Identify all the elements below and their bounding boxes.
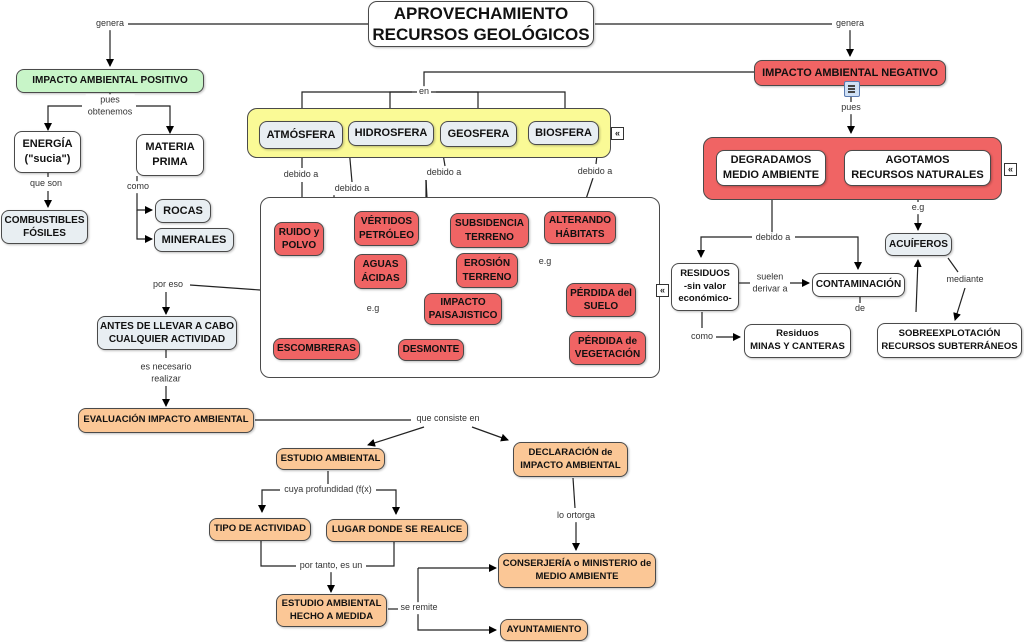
node-perdida-vegetacion[interactable]: PÉRDIDA de VEGETACIÓN — [569, 331, 646, 365]
link-label-eg-acuiferos: e.g — [909, 202, 927, 214]
link-label-que-son: que son — [27, 178, 65, 190]
link-line — [471, 426, 509, 442]
link-label-cuya-profundidad: cuya profundidad (f(x) — [282, 484, 374, 496]
link-label-se-remite: se remite — [398, 602, 440, 614]
link-label-debido-bio: debido a — [575, 166, 615, 178]
link-label-eg-paisaje: e.g — [364, 303, 382, 315]
node-impacto-negativo[interactable]: IMPACTO AMBIENTAL NEGATIVO — [754, 60, 946, 86]
link-line — [298, 91, 412, 116]
node-evaluacion[interactable]: EVALUACIÓN IMPACTO AMBIENTAL — [78, 408, 254, 433]
link-line — [953, 287, 966, 321]
node-agotamos[interactable]: AGOTAMOS RECURSOS NATURALES — [844, 150, 991, 186]
node-ruido[interactable]: RUIDO y POLVO — [274, 222, 324, 256]
link-line — [366, 542, 395, 567]
node-lugar[interactable]: LUGAR DONDE SE REALICE — [326, 519, 468, 542]
link-label-debido-degradamos: debido a — [753, 232, 793, 244]
link-label-lo-ortorga: lo ortorga — [554, 510, 598, 522]
link-label-debido-hid: debido a — [332, 183, 372, 195]
node-subsidencia[interactable]: SUBSIDENCIA TERRENO — [450, 213, 529, 248]
link-label-eg-habitats: e.g — [536, 256, 554, 268]
link-label-debido-geo: debido a — [424, 167, 464, 179]
link-label-que-consiste: que consiste en — [414, 413, 482, 425]
node-sobreexplotacion[interactable]: SOBREEXPLOTACIÓN RECURSOS SUBTERRÁNEOS — [877, 323, 1022, 358]
node-biosfera[interactable]: BIOSFERA — [528, 121, 599, 145]
node-degradamos[interactable]: DEGRADAMOS MEDIO AMBIENTE — [716, 150, 826, 186]
link-label-genera-right: genera — [833, 18, 867, 30]
node-declaracion[interactable]: DECLARACIÓN de IMPACTO AMBIENTAL — [513, 442, 628, 477]
node-residuos[interactable]: RESIDUOS -sin valor económico- — [671, 263, 739, 311]
link-label-como-rocas: como — [124, 181, 152, 193]
node-vertidos[interactable]: VÉRTIDOS PETRÓLEO — [354, 211, 419, 246]
node-erosion[interactable]: EROSIÓN TERRENO — [456, 253, 518, 288]
link-label-en: en — [416, 86, 432, 98]
link-line — [947, 257, 959, 273]
node-hidrosfera[interactable]: HIDROSFERA — [348, 121, 434, 146]
node-estudio-medida[interactable]: ESTUDIO AMBIENTAL HECHO A MEDIDA — [276, 594, 387, 627]
node-tipo[interactable]: TIPO DE ACTIVIDAD — [209, 518, 311, 541]
link-line — [189, 284, 261, 291]
node-antes[interactable]: ANTES DE LLEVAR A CABO CUALQUIER ACTIVID… — [97, 316, 237, 350]
node-materia-prima[interactable]: MATERIA PRIMA — [136, 134, 204, 176]
link-line — [44, 105, 82, 131]
link-line — [423, 71, 755, 92]
link-line — [136, 105, 174, 134]
collapse-impactos-icon[interactable]: « — [656, 284, 669, 297]
link-label-por-tanto: por tanto, es un — [297, 560, 365, 572]
node-perdida-suelo[interactable]: PÉRDIDA del SUELO — [566, 283, 636, 317]
node-estudio[interactable]: ESTUDIO AMBIENTAL — [276, 448, 385, 470]
link-line — [260, 541, 296, 567]
link-line — [136, 193, 153, 214]
link-line — [795, 236, 862, 270]
node-escombreras[interactable]: ESCOMBRERAS — [273, 338, 360, 360]
node-minerales[interactable]: MINERALES — [154, 228, 234, 252]
link-line — [367, 426, 425, 447]
link-line — [376, 489, 400, 515]
node-alterando[interactable]: ALTERANDO HÁBITATS — [544, 211, 616, 244]
node-desmonte[interactable]: DESMONTE — [398, 339, 464, 361]
node-contaminacion[interactable]: CONTAMINACIÓN — [812, 273, 905, 297]
node-conserjeria[interactable]: CONSERJERÍA o MINISTERIO de MEDIO AMBIEN… — [498, 553, 656, 588]
collapse-consecuencias-icon[interactable]: « — [1004, 163, 1017, 176]
link-line — [136, 210, 153, 243]
collapse-esferas-icon[interactable]: « — [611, 127, 624, 140]
link-label-genera-left: genera — [93, 18, 127, 30]
link-line — [258, 489, 280, 513]
link-label-por-eso: por eso — [150, 279, 186, 291]
link-line — [572, 477, 576, 509]
node-combustibles[interactable]: COMBUSTIBLES FÓSILES — [1, 210, 88, 244]
node-atmosfera[interactable]: ATMÓSFERA — [259, 121, 343, 149]
node-ayuntamiento[interactable]: AYUNTAMIENTO — [500, 619, 588, 641]
link-label-como-residuos: como — [688, 331, 716, 343]
link-label-es-necesario: es necesario realizar — [138, 361, 194, 385]
node-geosfera[interactable]: GEOSFERA — [440, 121, 517, 147]
link-label-de: de — [852, 303, 868, 315]
title-node[interactable]: APROVECHAMIENTO RECURSOS GEOLÓGICOS — [368, 1, 594, 47]
link-label-pues-obtenemos: pues obtenemos — [85, 94, 135, 118]
node-residuos-minas[interactable]: Residuos MINAS Y CANTERAS — [744, 324, 851, 358]
node-rocas[interactable]: ROCAS — [155, 199, 211, 223]
node-impacto-positivo[interactable]: IMPACTO AMBIENTAL POSITIVO — [16, 69, 204, 93]
link-line — [913, 259, 922, 313]
link-label-suelen-derivar: suelen derivar a — [750, 271, 790, 295]
node-energia[interactable]: ENERGÍA ("sucia") — [14, 131, 81, 173]
link-label-pues: pues — [839, 102, 863, 114]
link-line — [436, 91, 569, 116]
node-impacto-paisajistico[interactable]: IMPACTO PAISAJISTICO — [424, 293, 502, 325]
document-icon[interactable] — [844, 81, 860, 97]
link-label-mediante: mediante — [944, 274, 986, 286]
node-aguas[interactable]: AGUAS ÁCIDAS — [354, 254, 407, 289]
link-line — [697, 236, 752, 258]
link-label-debido-atm: debido a — [281, 169, 321, 181]
node-acuiferos[interactable]: ACUÍFEROS — [885, 233, 952, 256]
link-line — [417, 568, 497, 634]
